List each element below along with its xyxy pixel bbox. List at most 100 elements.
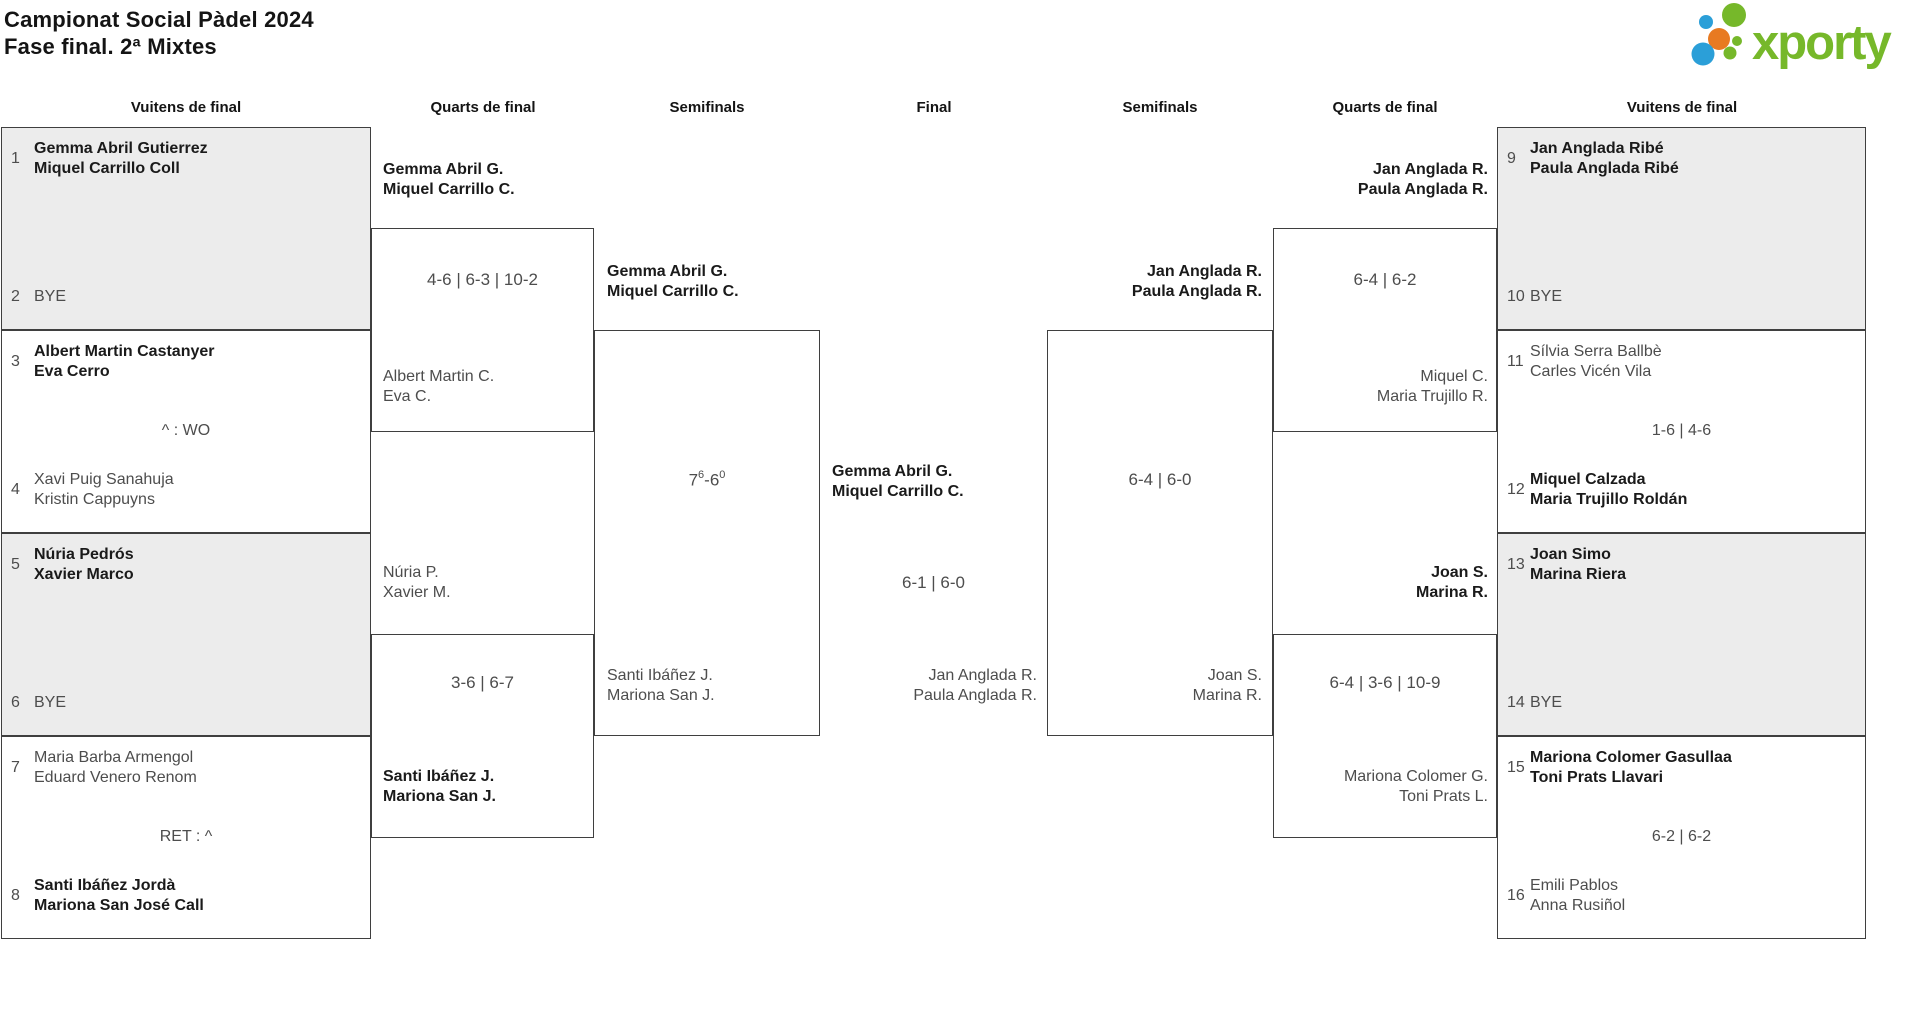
seed-number: 12	[1507, 481, 1525, 498]
sf-left-loser-label: Santi Ibáñez J.Mariona San J.	[607, 667, 715, 704]
logo-dot-blue-large	[1691, 42, 1715, 66]
logo-dot-green-large	[1722, 3, 1746, 27]
team-pair: 14 BYE	[1507, 693, 1859, 713]
team-player: Maria Trujillo Roldán	[1530, 491, 1688, 508]
quarterfinal-right-2-box	[1273, 634, 1497, 838]
page-title-line1: Campionat Social Pàdel 2024	[4, 7, 314, 32]
team-player: Miquel Calzada	[1530, 471, 1646, 488]
team-player: Anna Rusiñol	[1530, 897, 1626, 914]
seed-number: 3	[11, 353, 20, 370]
team-player: Paula Anglada Ribé	[1530, 160, 1679, 177]
match-note: ^ : WO	[161, 422, 211, 439]
round-header-quarts-right: Quarts de final	[1332, 99, 1438, 116]
qf-right-1-score: 6-4 | 6-2	[1353, 270, 1417, 289]
seed-number: 16	[1507, 887, 1525, 904]
team-player: Santi Ibáñez Jordà	[34, 877, 176, 894]
round-header-final: Final	[916, 99, 952, 116]
team-player: Gemma Abril Gutierrez	[34, 140, 208, 157]
team-player: Carles Vicén Vila	[1530, 363, 1652, 380]
quarterfinal-left-2-box	[371, 634, 594, 838]
qf-left-1-score: 4-6 | 6-3 | 10-2	[427, 270, 538, 289]
logo-dot-green-small	[1723, 46, 1737, 60]
seed-number: 1	[11, 150, 20, 167]
sf-left-score: 76-60	[688, 469, 726, 490]
final-loser-label: Jan Anglada R.Paula Anglada R.	[913, 667, 1037, 704]
sf-left-winner-label: Gemma Abril G.Miquel Carrillo C.	[607, 263, 739, 300]
team-pair: 2 BYE	[11, 287, 364, 307]
logo-dot-orange	[1708, 28, 1730, 50]
round-header-quarts-left: Quarts de final	[430, 99, 536, 116]
team-player: BYE	[34, 288, 67, 305]
round-header-semifinals-left: Semifinals	[669, 99, 745, 116]
seed-number: 5	[11, 556, 20, 573]
team-player: BYE	[1530, 288, 1563, 305]
qf-left-2-loser-label: Núria P.Xavier M.	[383, 564, 451, 601]
quarterfinal-right-1-box	[1273, 228, 1497, 432]
team-player: Emili Pablos	[1530, 877, 1619, 894]
page-title-line2: Fase final. 2ª Mixtes	[4, 34, 217, 59]
sf-right-loser-label: Joan S.Marina R.	[1192, 667, 1262, 704]
team-player: Eva Cerro	[34, 363, 110, 380]
team-player: Toni Prats Llavari	[1530, 769, 1664, 786]
seed-number: 14	[1507, 694, 1525, 711]
qf-left-1-winner-label: Gemma Abril G.Miquel Carrillo C.	[383, 161, 515, 198]
team-player: Mariona Colomer Gasullaa	[1530, 749, 1732, 766]
team-pair: 10 BYE	[1507, 287, 1859, 307]
team-player: Sílvia Serra Ballbè	[1530, 343, 1662, 360]
team-pair: 6 BYE	[11, 693, 364, 713]
team-player: Xavi Puig Sanahuja	[34, 471, 174, 488]
seed-number: 13	[1507, 556, 1525, 573]
logo-dot-blue-small	[1699, 15, 1713, 29]
final-winner-label: Gemma Abril G.Miquel Carrillo C.	[832, 463, 964, 500]
logo-wordmark: xporty	[1752, 16, 1892, 70]
team-player: Jan Anglada Ribé	[1530, 140, 1664, 157]
seed-number: 2	[11, 288, 20, 305]
seed-number: 11	[1507, 353, 1524, 370]
team-player: Joan Simo	[1530, 546, 1611, 563]
qf-left-2-winner-label: Santi Ibáñez J.Mariona San J.	[383, 768, 496, 805]
team-player: Albert Martin Castanyer	[34, 343, 215, 360]
team-player: Miquel Carrillo Coll	[34, 160, 180, 177]
qf-right-1-winner-label: Jan Anglada R.Paula Anglada R.	[1357, 161, 1488, 198]
qf-right-2-loser-label: Mariona Colomer G.Toni Prats L.	[1343, 768, 1488, 805]
team-player: Núria Pedrós	[34, 546, 134, 563]
qf-left-2-score: 3-6 | 6-7	[450, 673, 514, 692]
final-score: 6-1 | 6-0	[901, 573, 965, 592]
team-player: BYE	[34, 694, 67, 711]
semifinal-right-box	[1047, 330, 1273, 736]
sf-right-winner-label: Jan Anglada R.Paula Anglada R.	[1131, 263, 1262, 300]
semifinal-left-box	[594, 330, 820, 736]
qf-right-1-loser-label: Miquel C.Maria Trujillo R.	[1376, 368, 1488, 405]
seed-number: 10	[1507, 288, 1525, 305]
seed-number: 7	[11, 759, 20, 776]
team-player: Marina Riera	[1530, 566, 1627, 583]
team-player: Mariona San José Call	[34, 897, 204, 914]
match-score: 1-6 | 4-6	[1651, 422, 1712, 439]
team-player: Maria Barba Armengol	[34, 749, 194, 766]
seed-number: 6	[11, 694, 20, 711]
sf-right-score: 6-4 | 6-0	[1128, 470, 1192, 489]
team-player: Eduard Venero Renom	[34, 769, 197, 786]
seed-number: 8	[11, 887, 20, 904]
seed-number: 9	[1507, 150, 1516, 167]
team-player: BYE	[1530, 694, 1563, 711]
